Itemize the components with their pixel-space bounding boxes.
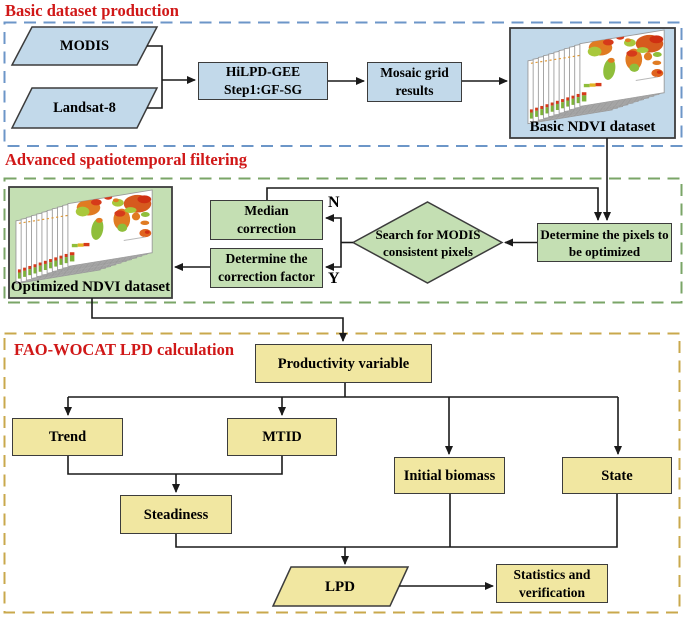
section-title-lpd: FAO-WOCAT LPD calculation bbox=[14, 340, 234, 359]
node-modis-label: MODIS bbox=[59, 38, 110, 54]
lpd-parallelogram bbox=[271, 566, 410, 607]
node-hilpd-gee-line1: HiLPD-GEE bbox=[225, 64, 301, 79]
node-lpd-label: LPD bbox=[325, 578, 355, 595]
optimized-ndvi-dataset-label: Optimized NDVI dataset bbox=[10, 279, 171, 295]
node-steadiness: Steadiness bbox=[120, 495, 232, 534]
node-mtid: MTID bbox=[227, 418, 337, 456]
node-stats-line1: Statistics and bbox=[513, 566, 591, 582]
node-initial-biomass-label: Initial biomass bbox=[403, 467, 496, 484]
section-border-basic bbox=[3, 21, 683, 147]
section-title-basic: Basic dataset production bbox=[5, 1, 179, 20]
node-trend-label: Trend bbox=[48, 429, 87, 445]
node-median-line1: Median bbox=[244, 203, 289, 218]
node-mosaic-line1: Mosaic grid bbox=[380, 65, 449, 80]
node-state: State bbox=[562, 457, 672, 494]
node-mosaic-line2: results bbox=[395, 83, 434, 98]
node-pixels-to-optimize: Determine the pixels to be optimized bbox=[537, 223, 672, 262]
node-lpd: LPD bbox=[280, 567, 400, 606]
node-initial-biomass: Initial biomass bbox=[394, 457, 505, 494]
branch-label-y: Y bbox=[328, 270, 340, 287]
node-pixels-line1: Determine the pixels to bbox=[540, 226, 669, 242]
node-mosaic-grid-results: Mosaic grid results bbox=[367, 62, 462, 102]
node-search-line2: consistent pixels bbox=[383, 243, 473, 259]
node-productivity-variable: Productivity variable bbox=[255, 344, 432, 383]
node-hilpd-gee-line2: Step1:GF-SG bbox=[223, 82, 302, 97]
node-stats-line2: verification bbox=[519, 584, 585, 600]
node-mtid-label: MTID bbox=[262, 429, 302, 445]
node-median-correction: Median correction bbox=[210, 200, 323, 240]
node-landsat-8: Landsat-8 bbox=[12, 88, 157, 128]
node-search-line1: Search for MODIS bbox=[375, 226, 481, 242]
node-trend: Trend bbox=[12, 418, 123, 456]
node-steadiness-label: Steadiness bbox=[143, 506, 209, 523]
connector-lines bbox=[64, 45, 622, 590]
node-factor-line1: Determine the bbox=[225, 251, 308, 266]
section-border-filtering bbox=[3, 177, 683, 304]
node-factor-line2: correction factor bbox=[218, 269, 315, 284]
modis-parallelogram bbox=[10, 26, 159, 66]
node-search-modis-pixels: Search for MODIS consistent pixels bbox=[358, 206, 498, 279]
landsat-parallelogram bbox=[10, 87, 159, 129]
node-hilpd-gee: HiLPD-GEE Step1:GF-SG bbox=[198, 62, 328, 100]
branch-label-n: N bbox=[328, 194, 340, 211]
basic-ndvi-dataset-label: Basic NDVI dataset bbox=[529, 119, 656, 135]
node-correction-factor: Determine the correction factor bbox=[210, 248, 323, 288]
node-productivity-label: Productivity variable bbox=[277, 355, 410, 372]
node-state-label: State bbox=[601, 467, 633, 484]
search-diamond bbox=[351, 201, 504, 284]
node-pixels-line2: be optimized bbox=[568, 243, 641, 259]
node-modis: MODIS bbox=[12, 27, 157, 65]
node-median-line2: correction bbox=[237, 221, 296, 236]
node-landsat-8-label: Landsat-8 bbox=[53, 100, 116, 116]
section-title-filtering: Advanced spatiotemporal filtering bbox=[5, 150, 247, 169]
node-statistics-verification: Statistics and verification bbox=[496, 564, 608, 603]
